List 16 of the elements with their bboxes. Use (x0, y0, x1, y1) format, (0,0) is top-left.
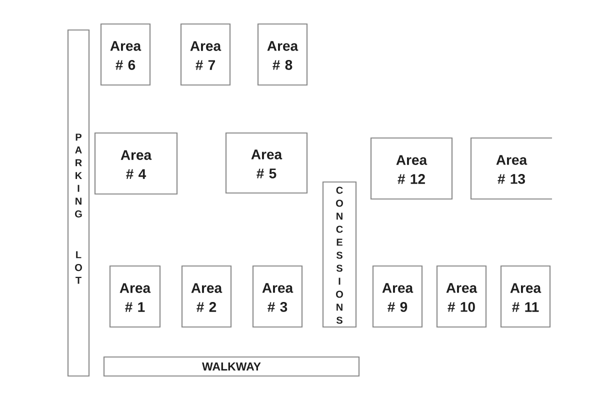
walkway-box: WALKWAY (103, 356, 360, 377)
area-box: Area # 12 (370, 137, 453, 200)
area-box: Area # 6 (100, 23, 151, 86)
area-box: Area # 5 (225, 132, 308, 194)
area-box: Area # 10 (436, 265, 487, 328)
area-box: Area # 9 (372, 265, 423, 328)
parking-lot-box: PARKING LOT (67, 29, 90, 377)
area-box: Area # 13 (470, 137, 552, 200)
area-box: Area # 2 (181, 265, 232, 328)
area-box: Area # 8 (257, 23, 308, 86)
area-box: Area # 1 (109, 265, 161, 328)
area-box: Area # 3 (252, 265, 303, 328)
concessions-box: CONCESSIONS (322, 181, 357, 328)
area-box: Area # 4 (94, 132, 178, 195)
area-box: Area # 7 (180, 23, 231, 86)
area-box: Area # 11 (500, 265, 551, 328)
